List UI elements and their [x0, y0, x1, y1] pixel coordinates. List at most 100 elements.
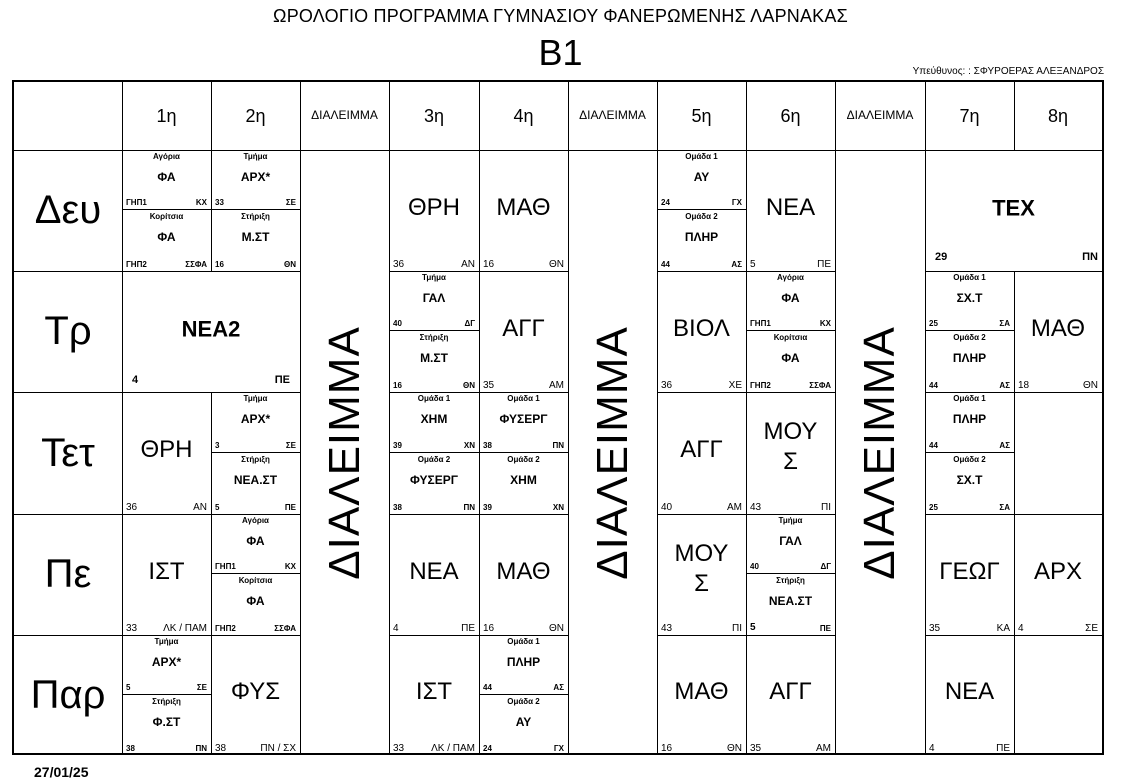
room-label: 33 — [126, 623, 138, 634]
lesson-cell: Τμήμα ΓΑΛ 40 ΔΓ Στήριξη Μ.ΣΤ 16 ΘΝ — [389, 271, 479, 392]
teacher-label: ΠΙ — [732, 623, 742, 634]
subject-label: ΦΑ — [157, 230, 176, 244]
lesson-subcell: Ομάδα 1 ΑΥ 24 ΓΧ — [657, 150, 746, 210]
group-label: Ομάδα 2 — [685, 212, 718, 221]
grid-line — [657, 271, 835, 272]
subject-label: ΧΗΜ — [420, 412, 448, 426]
subject-label: ΘΡΗ — [140, 436, 193, 464]
group-label: Ομάδα 1 — [953, 394, 986, 403]
group-label: Στήριξη — [241, 455, 270, 464]
teacher-label: ΚΧ — [195, 198, 207, 207]
room-label: ΓΗΠ2 — [126, 260, 147, 269]
group-label: Ομάδα 1 — [507, 394, 540, 403]
grid-line — [14, 150, 1102, 151]
room-label: 16 — [215, 260, 224, 269]
lesson-cell: Ομάδα 1 ΠΛΗΡ 44 ΑΣ Ομάδα 2 ΑΥ 24 ΓΧ — [479, 635, 568, 755]
teacher-label: ΑΜ — [727, 502, 742, 513]
lesson-cell: Αγόρια ΦΑ ΓΗΠ1 ΚΧ Κορίτσια ΦΑ ΓΗΠ2 ΣΣΦΑ — [122, 150, 211, 271]
grid-line — [746, 82, 747, 755]
room-label: 5 — [750, 622, 756, 633]
grid-line — [389, 514, 568, 515]
grid-line — [14, 514, 300, 515]
lesson-subcell: Ομάδα 2 ΣΧ.Τ 25 ΣΑ — [925, 453, 1014, 514]
class-name: Β1 — [538, 32, 583, 73]
teacher-label: ΑΣ — [999, 441, 1010, 450]
group-label: Στήριξη — [776, 576, 805, 585]
lesson-subcell: Τμήμα ΓΑΛ 40 ΔΓ — [389, 271, 479, 331]
lesson-subcell: Ομάδα 1 ΠΛΗΡ 44 ΑΣ — [479, 635, 568, 695]
subject-label: ΓΑΛ — [422, 291, 446, 305]
lesson-cell: ΑΡΧ 4 ΣΕ — [1014, 514, 1102, 635]
lesson-subcell: Ομάδα 2 ΑΥ 24 ΓΧ — [479, 695, 568, 755]
group-label: Τμήμα — [154, 637, 179, 646]
lesson-cell: ΙΣΤ 33 ΛΚ / ΠΑΜ — [389, 635, 479, 755]
room-label: 36 — [126, 502, 138, 513]
lesson-cell: Ομάδα 1 ΧΗΜ 39 ΧΝ Ομάδα 2 ΦΥΣΕΡΓ 38 ΠΝ — [389, 392, 479, 514]
teacher-label: ΣΕ — [1085, 623, 1098, 634]
lesson-subcell: Τμήμα ΑΡΧ* 5 ΣΕ — [122, 635, 211, 695]
room-label: 5 — [750, 259, 756, 270]
teacher-label: ΛΚ / ΠΑΜ — [431, 743, 475, 754]
teacher-label: ΓΧ — [553, 744, 564, 753]
room-label: 40 — [393, 319, 402, 328]
teacher-label: ΠΕ — [819, 624, 831, 633]
teacher-label: ΑΜ — [549, 380, 564, 391]
teacher-label: ΘΝ — [1083, 380, 1098, 391]
subject-label: ΠΛΗΡ — [506, 655, 541, 669]
subject-label: ΓΕΩΓ — [939, 557, 1000, 585]
lesson-subcell: Αγόρια ΦΑ ΓΗΠ1 ΚΧ — [746, 271, 835, 331]
group-label: Ομάδα 2 — [953, 455, 986, 464]
teacher-label: ΘΝ — [463, 381, 475, 390]
room-label: 4 — [1018, 623, 1024, 634]
group-label: Ομάδα 1 — [417, 394, 451, 403]
teacher-label: ΚΑ — [996, 623, 1010, 634]
teacher-label: ΠΝ — [1082, 251, 1098, 263]
subject-label: ΦΥΣ — [230, 678, 281, 706]
room-label: 44 — [483, 683, 492, 692]
teacher-label: ΛΚ / ΠΑΜ — [163, 623, 207, 634]
room-label: 16 — [483, 623, 495, 634]
grid-line — [657, 82, 658, 755]
grid-line — [389, 392, 568, 393]
room-label: 24 — [661, 198, 670, 207]
group-label: Κορίτσια — [238, 576, 273, 585]
room-label: 35 — [750, 743, 762, 754]
teacher-label: ΑΝ — [461, 259, 475, 270]
subject-label: ΜΑΘ — [496, 557, 551, 585]
room-label: 25 — [929, 319, 938, 328]
lesson-cell: ΝΕΑ 5 ΠΕ — [746, 150, 835, 271]
lesson-subcell: Κορίτσια ΦΑ ΓΗΠ2 ΣΣΦΑ — [211, 574, 300, 635]
room-label: 40 — [750, 562, 759, 571]
footer-date: 27/01/25 — [34, 764, 89, 780]
lesson-cell: ΝΕΑ 4 ΠΕ — [925, 635, 1014, 755]
lesson-cell: ΓΕΩΓ 35 ΚΑ — [925, 514, 1014, 635]
subject-label: ΧΗΜ — [510, 473, 537, 487]
subject-label: ΙΣΤ — [415, 678, 453, 706]
teacher-label: ΠΙ — [821, 502, 831, 513]
teacher-label: ΔΓ — [464, 319, 475, 328]
break-column-3: ΔΙΑΛΕΙΜΜΑ — [835, 150, 925, 755]
subject-label: ΜΑΘ — [496, 193, 551, 221]
teacher-label: ΣΕ — [285, 441, 296, 450]
room-label: 16 — [661, 743, 673, 754]
grid-line — [479, 82, 480, 755]
room-label: 43 — [750, 502, 762, 513]
lesson-subcell: Τμήμα ΑΡΧ* 33 ΣΕ — [211, 150, 300, 210]
subject-label: ΦΑ — [246, 534, 265, 548]
grid-line — [300, 82, 301, 755]
group-label: Ομάδα 2 — [507, 697, 540, 706]
lesson-cell: ΜΑΘ 18 ΘΝ — [1014, 271, 1102, 392]
responsible-teacher: Υπεύθυνος: : ΣΦΥΡΟΕΡΑΣ ΑΛΕΞΑΝΔΡΟΣ — [912, 66, 1104, 77]
group-label: Κορίτσια — [773, 333, 808, 342]
lesson-subcell: Ομάδα 1 ΧΗΜ 39 ΧΝ — [389, 392, 479, 453]
grid-line — [1014, 271, 1015, 755]
lesson-cell: ΜΑΘ 16 ΘΝ — [657, 635, 746, 755]
teacher-label: ΘΝ — [284, 260, 296, 269]
room-label: 39 — [393, 441, 402, 450]
column-header-5: 5η — [691, 105, 712, 126]
break-label: ΔΙΑΛΕΙΜΜΑ — [855, 325, 905, 580]
lesson-subcell: Στήριξη ΝΕΑ.ΣΤ 5 ΠΕ — [211, 453, 300, 514]
room-label: 35 — [929, 623, 941, 634]
subject-label: ΑΥ — [693, 170, 710, 184]
subject-label: ΝΕΑ2 — [181, 315, 241, 341]
